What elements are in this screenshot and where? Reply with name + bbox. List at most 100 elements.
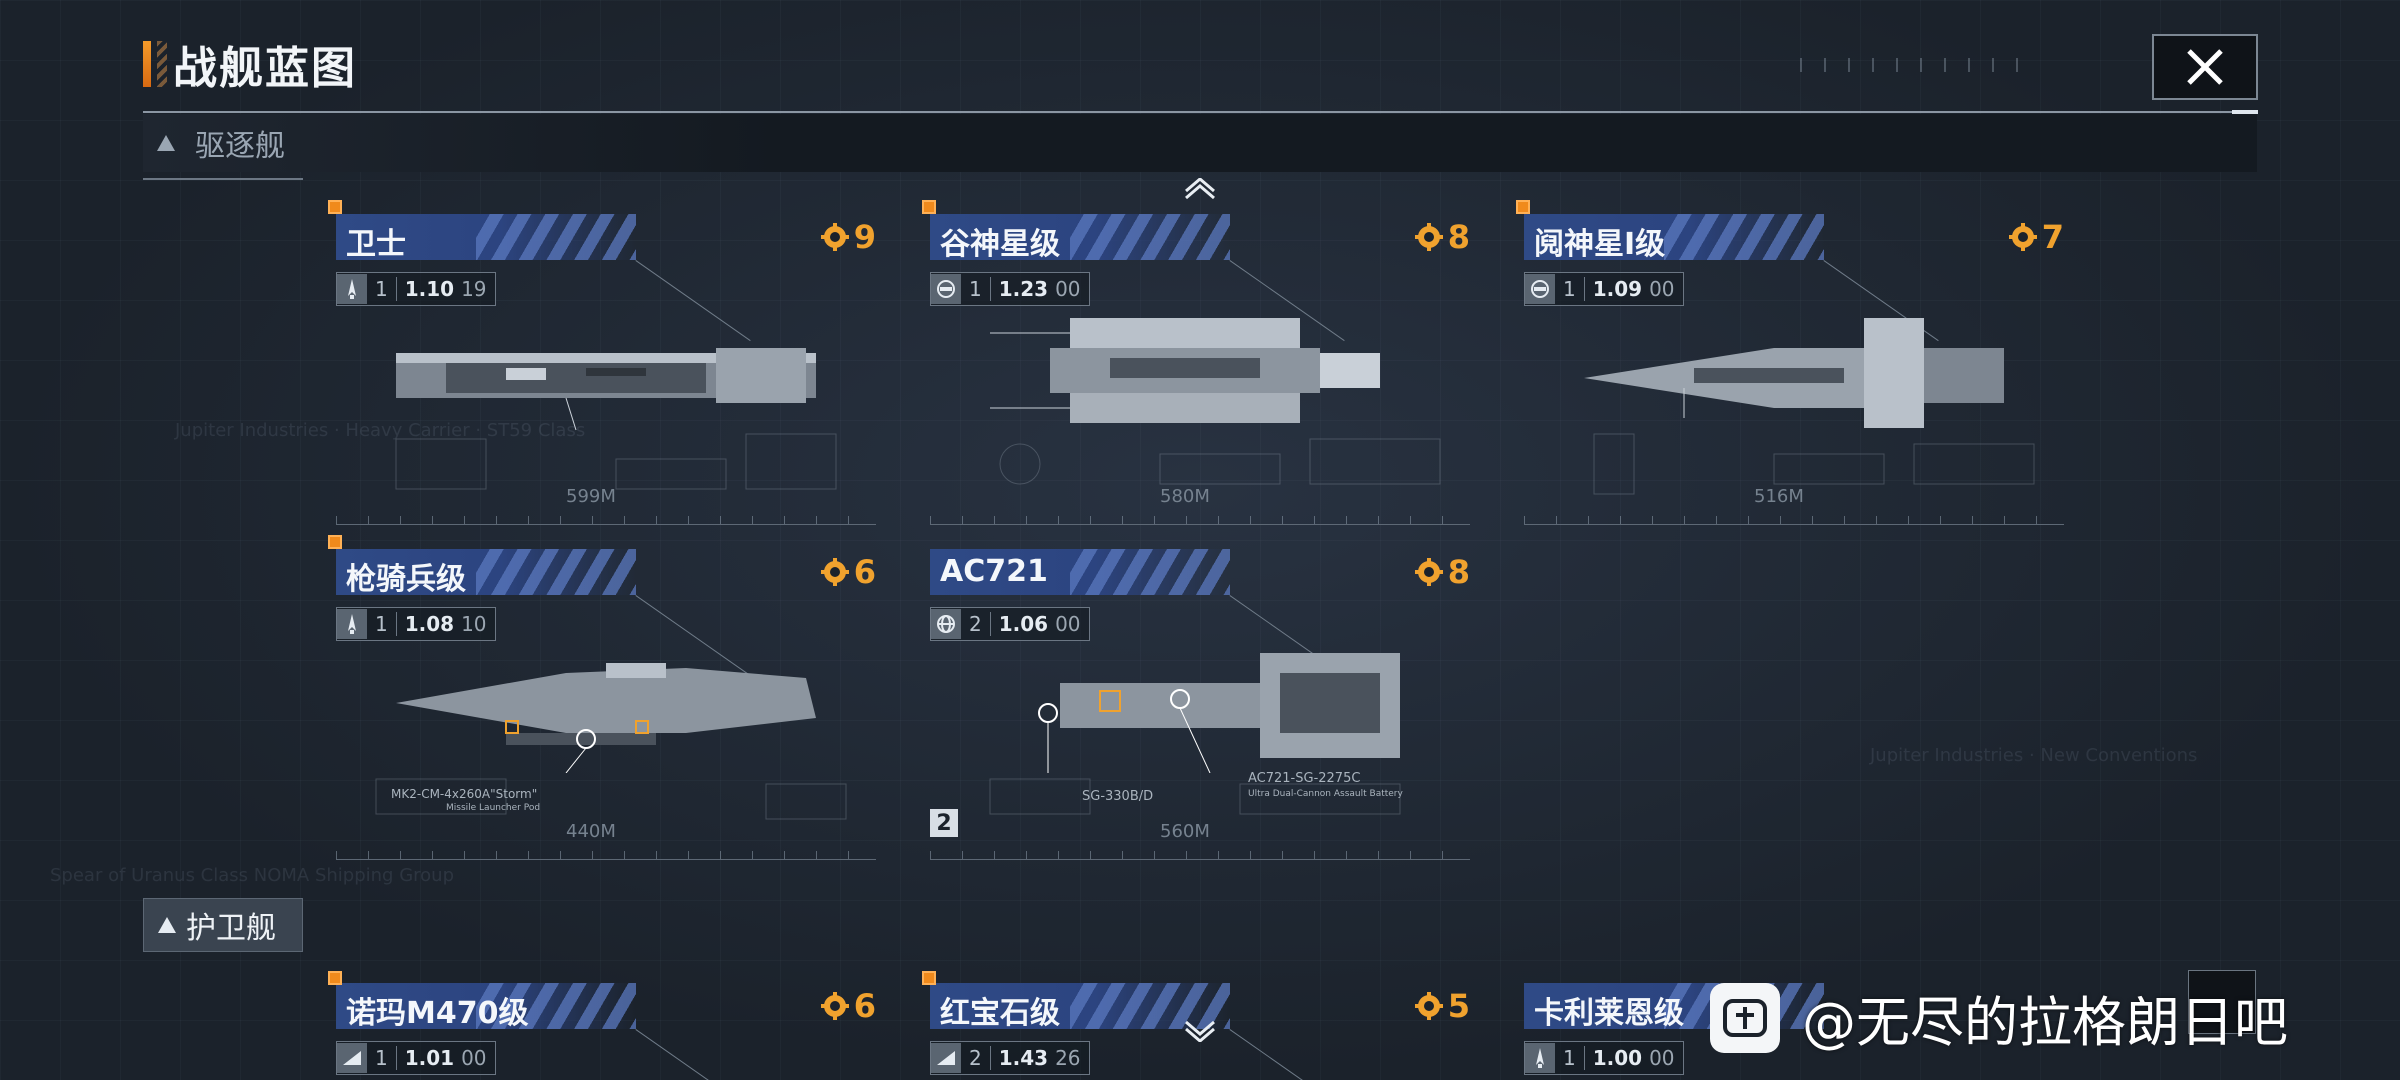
section-frigate[interactable]: 护卫舰 [143, 898, 303, 952]
stat-tier: 2 [961, 1046, 991, 1070]
command-points-icon [1414, 992, 1443, 1020]
title-accent [143, 41, 151, 87]
ship-cost: 9 [820, 218, 876, 256]
title-stripe [157, 41, 167, 87]
scale-ruler [336, 504, 876, 525]
blueprint-wireframe [999, 438, 1441, 485]
missile-ship-icon [1525, 1043, 1555, 1073]
ship-cost: 6 [820, 553, 876, 591]
version-minor: 00 [1649, 277, 1675, 301]
bg-decor: Jupiter Industries · New Conventions [1870, 745, 2198, 766]
version-major: 1.01 [404, 1046, 455, 1070]
name-plate [336, 983, 636, 1029]
carrier-ship-icon [1525, 274, 1555, 304]
stat-row: 1 1.00 00 [1524, 1041, 1684, 1075]
chevron-up-icon [1185, 177, 1215, 200]
stat-version: 1.00 00 [1585, 1046, 1683, 1070]
ship-length: 440M [566, 821, 616, 842]
stat-version: 1.23 00 [991, 277, 1089, 301]
version-minor: 00 [1649, 1046, 1675, 1070]
ship-illustration [1584, 318, 2004, 428]
close-icon [2187, 49, 2223, 85]
ship-length: 599M [566, 486, 616, 507]
command-points-icon [820, 558, 849, 586]
version-major: 1.09 [1592, 277, 1643, 301]
cost-value: 9 [853, 218, 876, 256]
command-points-icon [1414, 223, 1443, 251]
scale-ruler [930, 839, 1470, 860]
header-divider-cap [2232, 110, 2258, 114]
stat-row: 1 1.10 19 [336, 272, 496, 306]
version-major: 1.08 [404, 612, 455, 636]
version-major: 1.00 [1592, 1046, 1643, 1070]
ship-card[interactable]: AC721 8 2 1.06 00 SG-330B/D AC721-SG-227… [930, 549, 1470, 869]
ship-length: 560M [1160, 821, 1210, 842]
close-button[interactable] [2152, 34, 2258, 100]
cost-value: 5 [1447, 987, 1470, 1025]
cost-value: 6 [853, 553, 876, 591]
stat-version: 1.09 00 [1585, 277, 1683, 301]
weapon-label: MK2-CM-4x260A"Storm" [391, 787, 538, 801]
version-minor: 10 [461, 612, 487, 636]
stat-tier: 1 [367, 612, 397, 636]
scale-ruler [336, 839, 876, 860]
chevron-down-icon [1185, 1020, 1215, 1043]
ship-cost: 5 [1414, 987, 1470, 1025]
cost-value: 8 [1447, 218, 1470, 256]
cost-value: 8 [1447, 553, 1470, 591]
section-destroyer-label: 驱逐舰 [195, 129, 285, 164]
stat-version: 1.01 00 [397, 1046, 495, 1070]
ship-name: 卫士 [346, 227, 406, 262]
bg-decor: Jupiter Industries · Heavy Carrier · ST5… [175, 420, 586, 441]
new-badge [328, 971, 342, 985]
top-ticks [1800, 58, 2020, 72]
missile-ship-icon [337, 274, 367, 304]
bg-decor: Spear of Uranus Class NOMA Shipping Grou… [50, 865, 454, 886]
stat-version: 1.43 26 [991, 1046, 1089, 1070]
stat-row: 1 1.09 00 [1524, 272, 1684, 306]
cost-value: 7 [2041, 218, 2064, 256]
leader-line [635, 1029, 751, 1080]
ship-card[interactable]: 卫士 9 1 1.10 19 599M [328, 200, 876, 534]
ship-card[interactable]: 阋神星I级 7 1 1.09 00 516M [1516, 200, 2064, 534]
ship-card[interactable]: 诺玛M470级 6 1 1.01 00 [336, 983, 876, 1080]
command-points-icon [820, 223, 849, 251]
command-points-icon [2008, 223, 2037, 251]
ship-illustration [396, 663, 816, 773]
weapon-label-2: AC721-SG-2275C [1248, 771, 1361, 786]
scale-ruler [930, 504, 1470, 525]
ship-cost: 8 [1414, 553, 1470, 591]
stat-tier: 1 [961, 277, 991, 301]
stat-tier: 2 [961, 612, 991, 636]
scroll-up-button[interactable] [1183, 177, 1217, 202]
scroll-down-button[interactable] [1183, 1018, 1217, 1043]
name-plate [930, 549, 1230, 595]
header-divider [143, 111, 2257, 113]
ship-card[interactable]: 枪骑兵级 6 1 1.08 10 MK2-CM-4x260A"Storm" Mi… [328, 535, 876, 869]
ship-name: 阋神星I级 [1534, 227, 1666, 262]
watermark: @无尽的拉格朗日吧 [1710, 978, 2288, 1057]
version-major: 1.43 [998, 1046, 1049, 1070]
weapon-sublabel-2: Ultra Dual-Cannon Assault Battery [1248, 789, 1403, 799]
rank-badge: 2 [930, 809, 958, 837]
frigate-icon [931, 1043, 961, 1073]
ship-card[interactable]: 谷神星级 8 1 1.23 00 580M [922, 200, 1470, 534]
command-points-icon [1414, 558, 1443, 586]
stat-row: 1 1.08 10 [336, 607, 496, 641]
ship-name: 谷神星级 [940, 227, 1060, 262]
section-underline [143, 178, 303, 180]
ship-card[interactable]: 红宝石级 5 2 1.43 26 [930, 983, 1470, 1080]
cost-value: 6 [853, 987, 876, 1025]
collapse-arrow-icon [157, 135, 175, 151]
section-destroyer[interactable]: 驱逐舰 [143, 114, 2257, 172]
ship-length: 580M [1160, 486, 1210, 507]
ship-card[interactable]: 卡利莱恩级 1 1.00 00 [1524, 983, 2064, 1080]
weapon-label: SG-330B/D [1082, 789, 1154, 804]
version-minor: 00 [1055, 277, 1081, 301]
globe-icon [931, 609, 961, 639]
collapse-arrow-icon [158, 917, 176, 933]
stat-row: 2 1.43 26 [930, 1041, 1090, 1075]
version-minor: 00 [461, 1046, 487, 1070]
name-plate [1524, 214, 1824, 260]
stat-row: 2 1.06 00 [930, 607, 1090, 641]
